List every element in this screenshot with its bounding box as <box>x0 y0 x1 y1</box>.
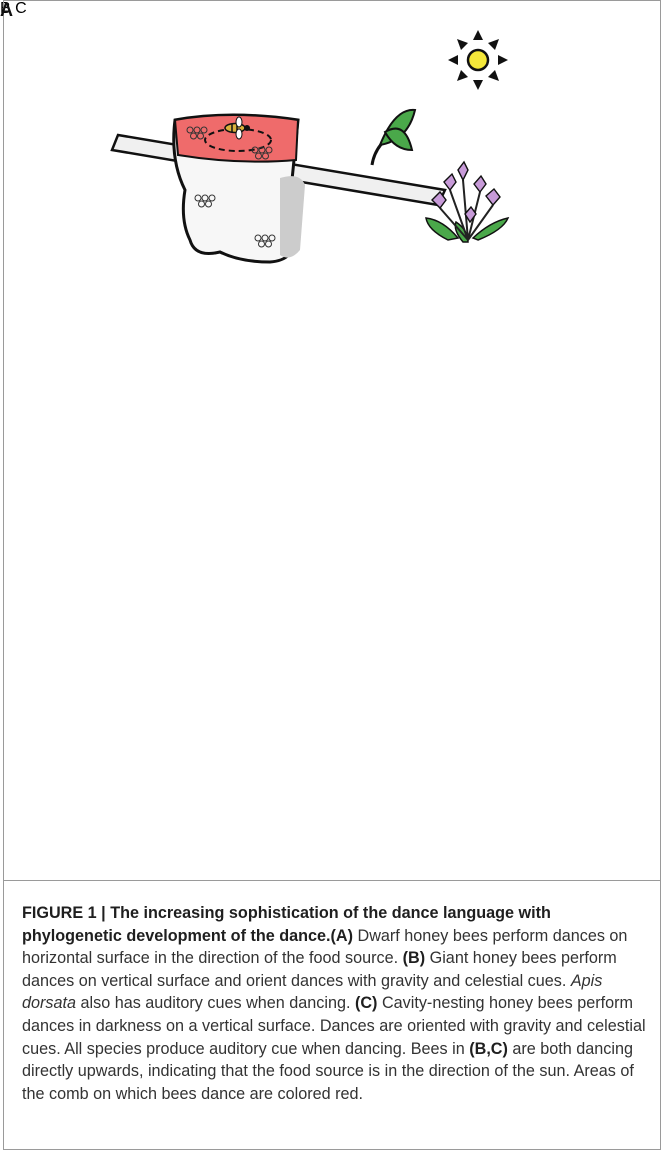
figure-caption: FIGURE 1 | The increasing sophistication… <box>22 902 652 1105</box>
figure-illustration <box>0 0 667 880</box>
caption-ref-bc: (B,C) <box>469 1040 508 1058</box>
panel-label-a: A <box>0 0 13 21</box>
caption-ref-b: (B) <box>403 949 425 967</box>
figure-label: FIGURE 1 | <box>22 904 110 922</box>
caption-divider <box>3 880 661 881</box>
panel-a-illustration <box>112 30 508 262</box>
caption-ref-c: (C) <box>355 994 377 1012</box>
caption-text-b2: also has auditory cues when dancing. <box>76 994 355 1012</box>
caption-ref-a: (A) <box>331 927 353 945</box>
